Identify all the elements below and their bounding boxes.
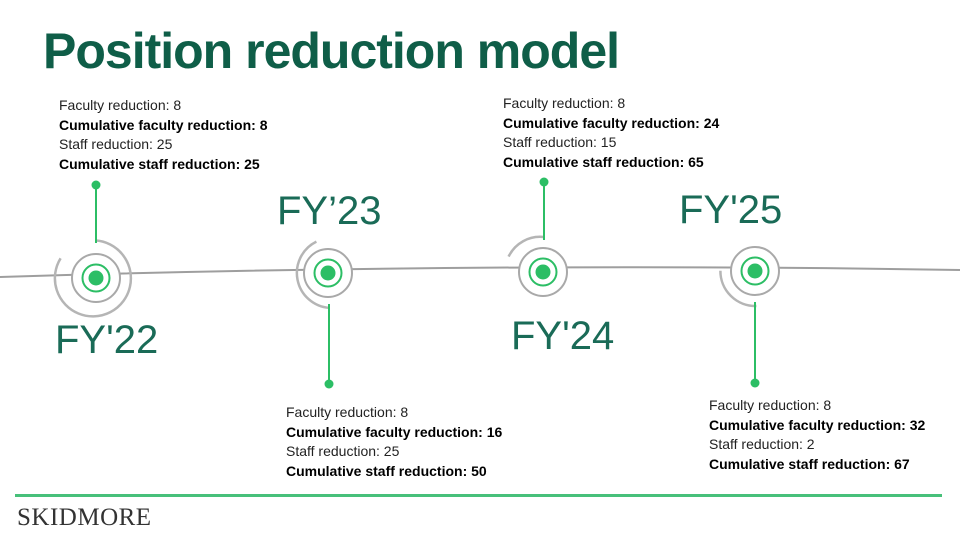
page-title: Position reduction model <box>43 23 620 79</box>
milestone-node-fy22 <box>53 180 133 318</box>
cumulative-staff-reduction: Cumulative staff reduction: 67 <box>709 455 910 472</box>
faculty-reduction: Faculty reduction: 8 <box>709 397 832 413</box>
milestone-info-fy25: Faculty reduction: 8 Cumulative faculty … <box>709 396 925 474</box>
milestone-node-fy23 <box>295 240 353 389</box>
cumulative-faculty-reduction: Cumulative faculty reduction: 8 <box>59 116 268 133</box>
staff-reduction: Staff reduction: 25 <box>59 136 173 152</box>
milestone-label-fy22: FY'22 <box>55 318 159 362</box>
faculty-reduction: Faculty reduction: 8 <box>59 97 182 113</box>
milestone-node-fy25 <box>719 246 780 388</box>
skidmore-logo: SKIDMORE <box>17 504 152 531</box>
milestone-info-fy24: Faculty reduction: 8 Cumulative faculty … <box>503 94 719 172</box>
cumulative-staff-reduction: Cumulative staff reduction: 50 <box>286 462 487 479</box>
staff-reduction: Staff reduction: 2 <box>709 436 815 452</box>
cumulative-staff-reduction: Cumulative staff reduction: 25 <box>59 155 260 172</box>
staff-reduction: Staff reduction: 25 <box>286 443 400 459</box>
timeline-line <box>0 266 960 278</box>
faculty-reduction: Faculty reduction: 8 <box>503 95 626 111</box>
milestone-label-fy23: FY’23 <box>277 189 382 233</box>
faculty-reduction: Faculty reduction: 8 <box>286 404 409 420</box>
milestone-label-fy24: FY'24 <box>511 314 615 358</box>
milestone-info-fy23: Faculty reduction: 8 Cumulative faculty … <box>286 403 502 481</box>
cumulative-faculty-reduction: Cumulative faculty reduction: 16 <box>286 423 503 440</box>
cumulative-faculty-reduction: Cumulative faculty reduction: 32 <box>709 416 926 433</box>
milestone-node-fy24 <box>507 177 568 297</box>
cumulative-faculty-reduction: Cumulative faculty reduction: 24 <box>503 114 720 131</box>
milestone-info-fy22: Faculty reduction: 8 Cumulative faculty … <box>59 96 267 174</box>
milestone-label-fy25: FY'25 <box>679 188 783 232</box>
staff-reduction: Staff reduction: 15 <box>503 134 617 150</box>
footer-divider <box>15 494 942 497</box>
cumulative-staff-reduction: Cumulative staff reduction: 65 <box>503 153 704 170</box>
